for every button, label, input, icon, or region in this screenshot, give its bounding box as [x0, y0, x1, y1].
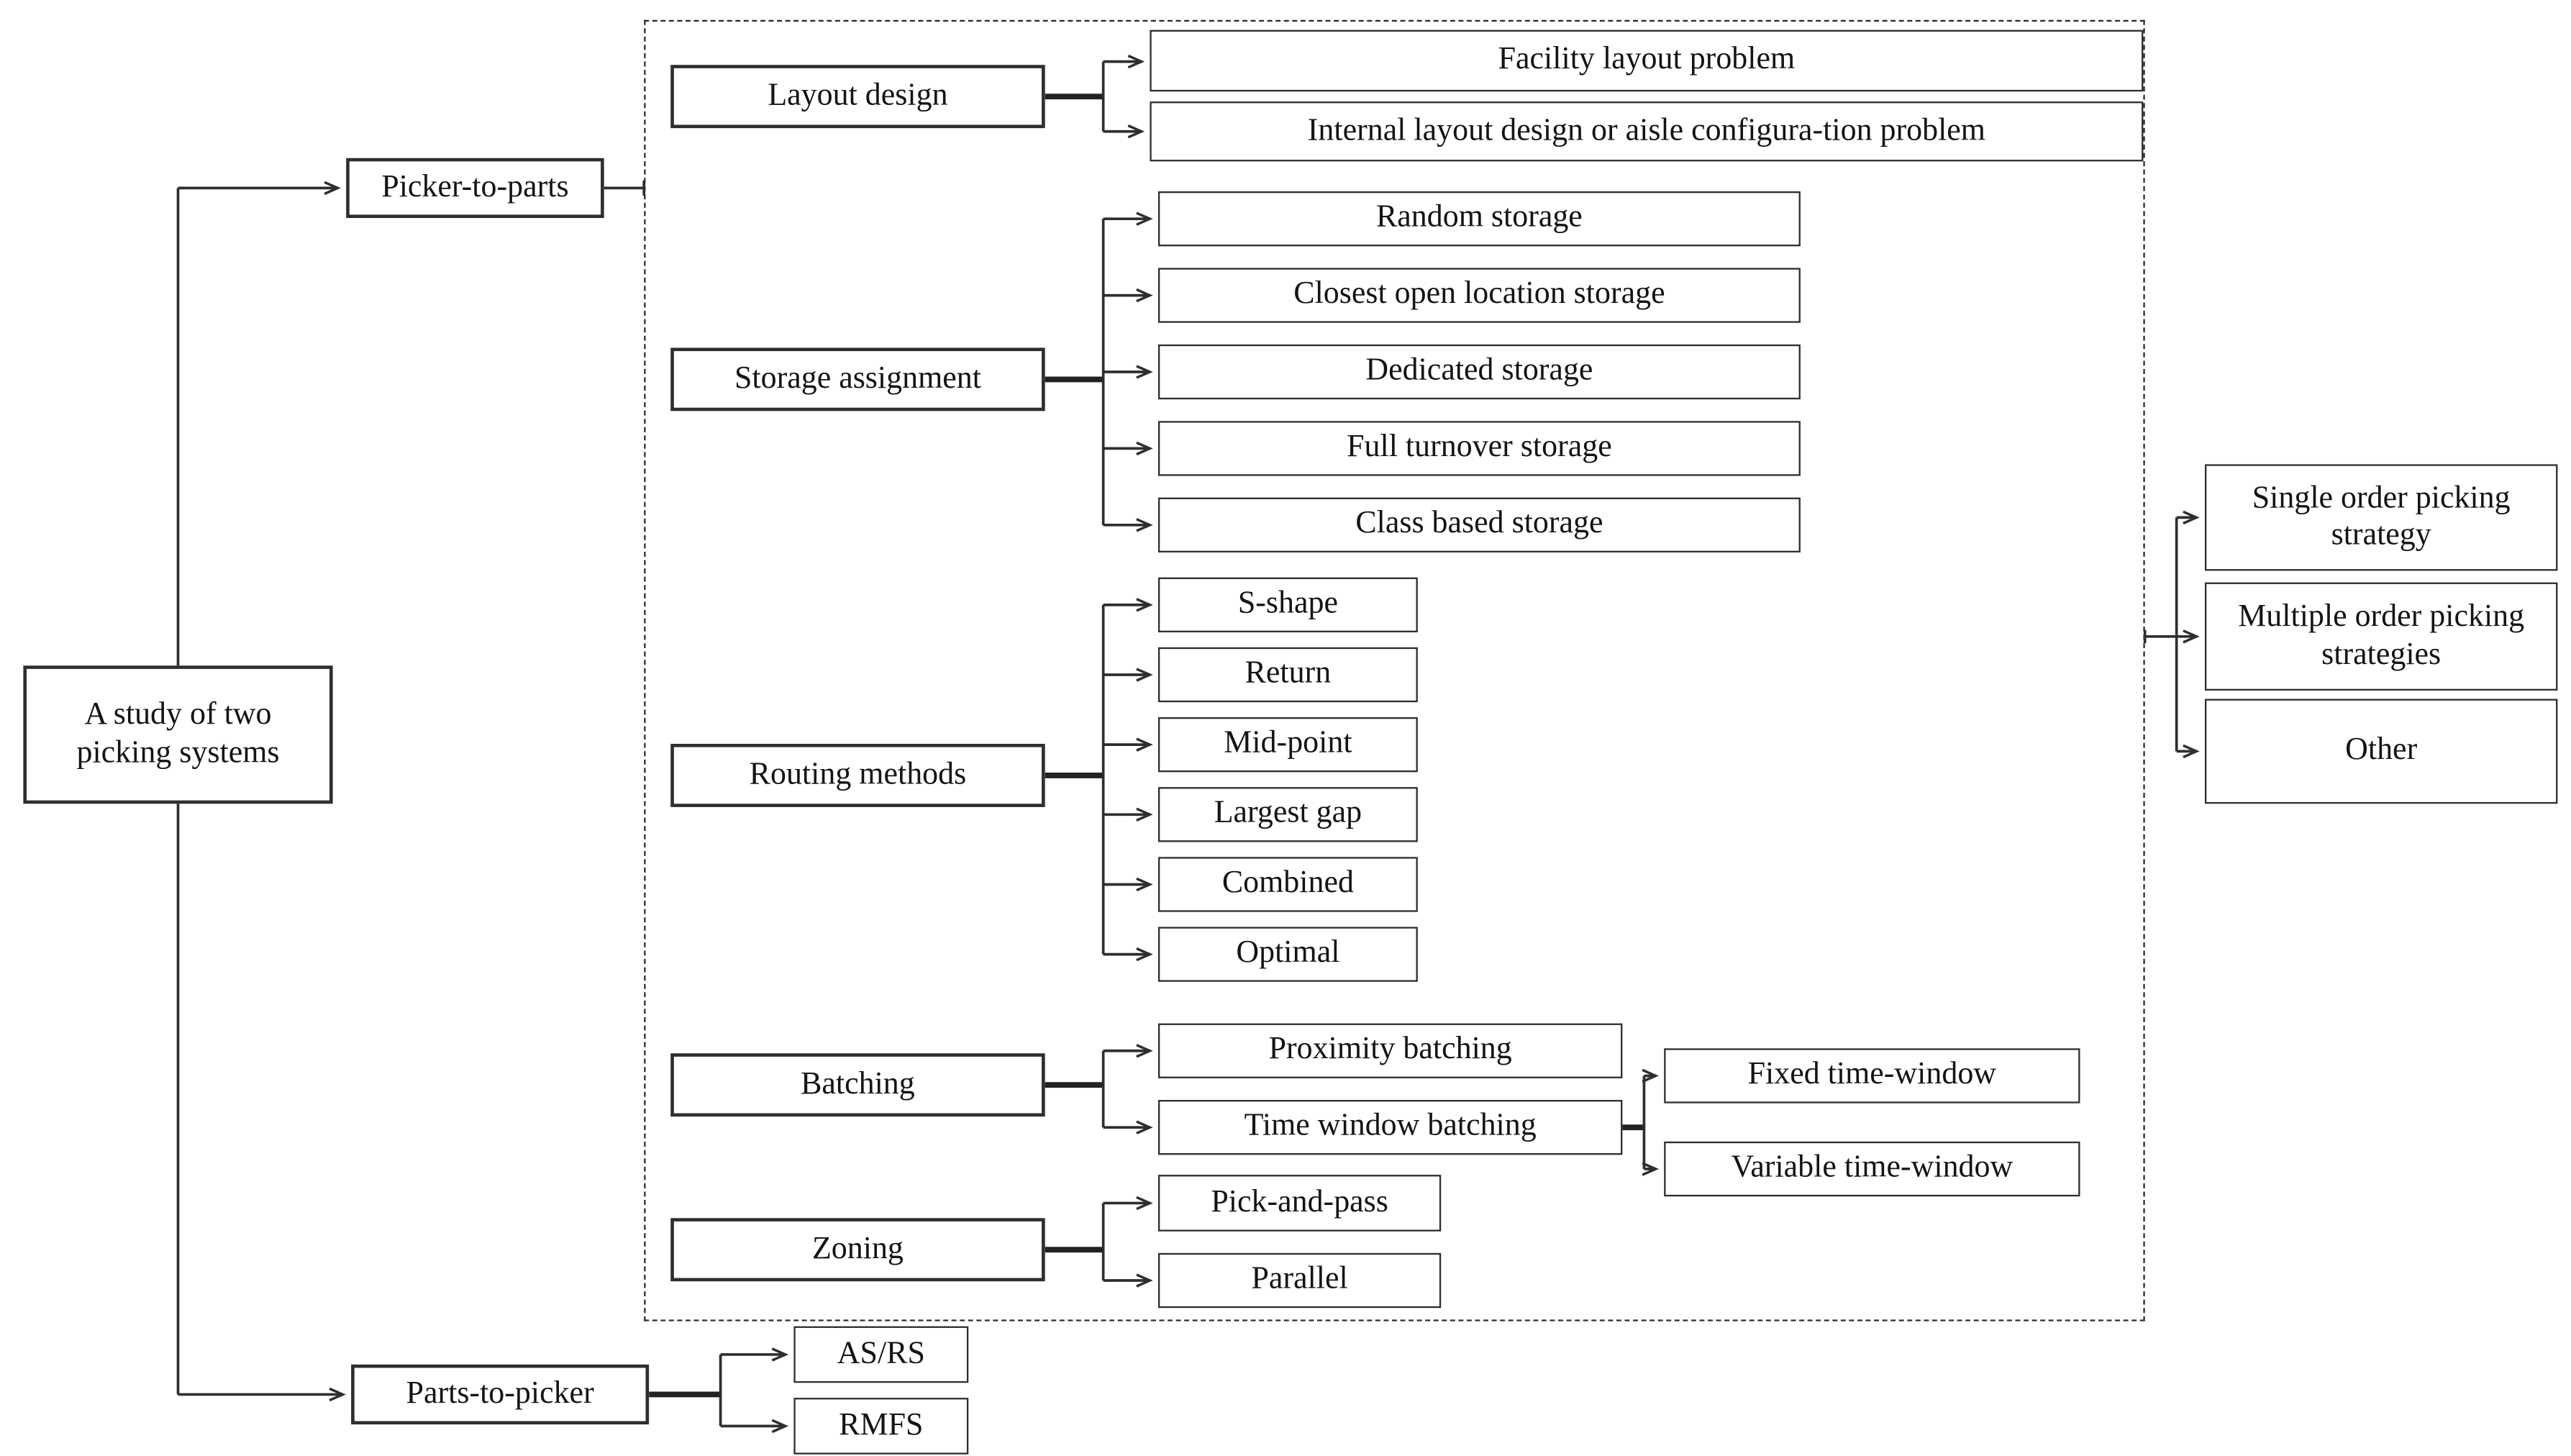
- node-parts-to-picker: Parts-to-picker: [351, 1364, 650, 1425]
- node-largest-gap: Largest gap: [1157, 787, 1418, 842]
- node-variable-time-window: Variable time-window: [1664, 1141, 2080, 1197]
- node-full-turnover-storage: Full turnover storage: [1157, 421, 1801, 476]
- node-pick-and-pass: Pick-and-pass: [1157, 1175, 1442, 1232]
- node-as-rs: AS/RS: [793, 1326, 969, 1383]
- node-random-storage: Random storage: [1157, 191, 1801, 247]
- node-class-based-storage: Class based storage: [1157, 497, 1801, 552]
- node-dedicated-storage: Dedicated storage: [1157, 344, 1801, 400]
- node-internal-layout-design: Internal layout design or aisle configur…: [1150, 101, 2144, 162]
- node-picker-to-parts: Picker-to-parts: [346, 158, 604, 219]
- node-layout-design: Layout design: [670, 65, 1045, 129]
- node-other: Other: [2204, 699, 2558, 804]
- node-routing-methods: Routing methods: [670, 744, 1045, 807]
- node-multiple-order-picking-strategies: Multiple order picking strategies: [2204, 582, 2558, 691]
- node-storage-assignment: Storage assignment: [670, 347, 1045, 411]
- picker-to-parts-region-border: [644, 19, 2145, 1321]
- node-parallel: Parallel: [1157, 1252, 1442, 1309]
- node-single-order-picking-strategy: Single order picking strategy: [2204, 464, 2558, 571]
- node-combined: Combined: [1157, 857, 1418, 912]
- node-time-window-batching: Time window batching: [1157, 1100, 1623, 1155]
- node-batching: Batching: [670, 1053, 1045, 1117]
- node-study: A study of two picking systems: [23, 665, 333, 804]
- node-return: Return: [1157, 647, 1418, 703]
- node-closest-open-location-storage: Closest open location storage: [1157, 268, 1801, 323]
- node-s-shape: S-shape: [1157, 577, 1418, 633]
- node-fixed-time-window: Fixed time-window: [1664, 1048, 2080, 1104]
- node-facility-layout-problem: Facility layout problem: [1150, 29, 2144, 92]
- node-rmfs: RMFS: [793, 1398, 969, 1455]
- node-mid-point: Mid-point: [1157, 716, 1418, 773]
- node-optimal: Optimal: [1157, 927, 1418, 982]
- node-proximity-batching: Proximity batching: [1157, 1023, 1623, 1078]
- node-zoning: Zoning: [670, 1218, 1045, 1282]
